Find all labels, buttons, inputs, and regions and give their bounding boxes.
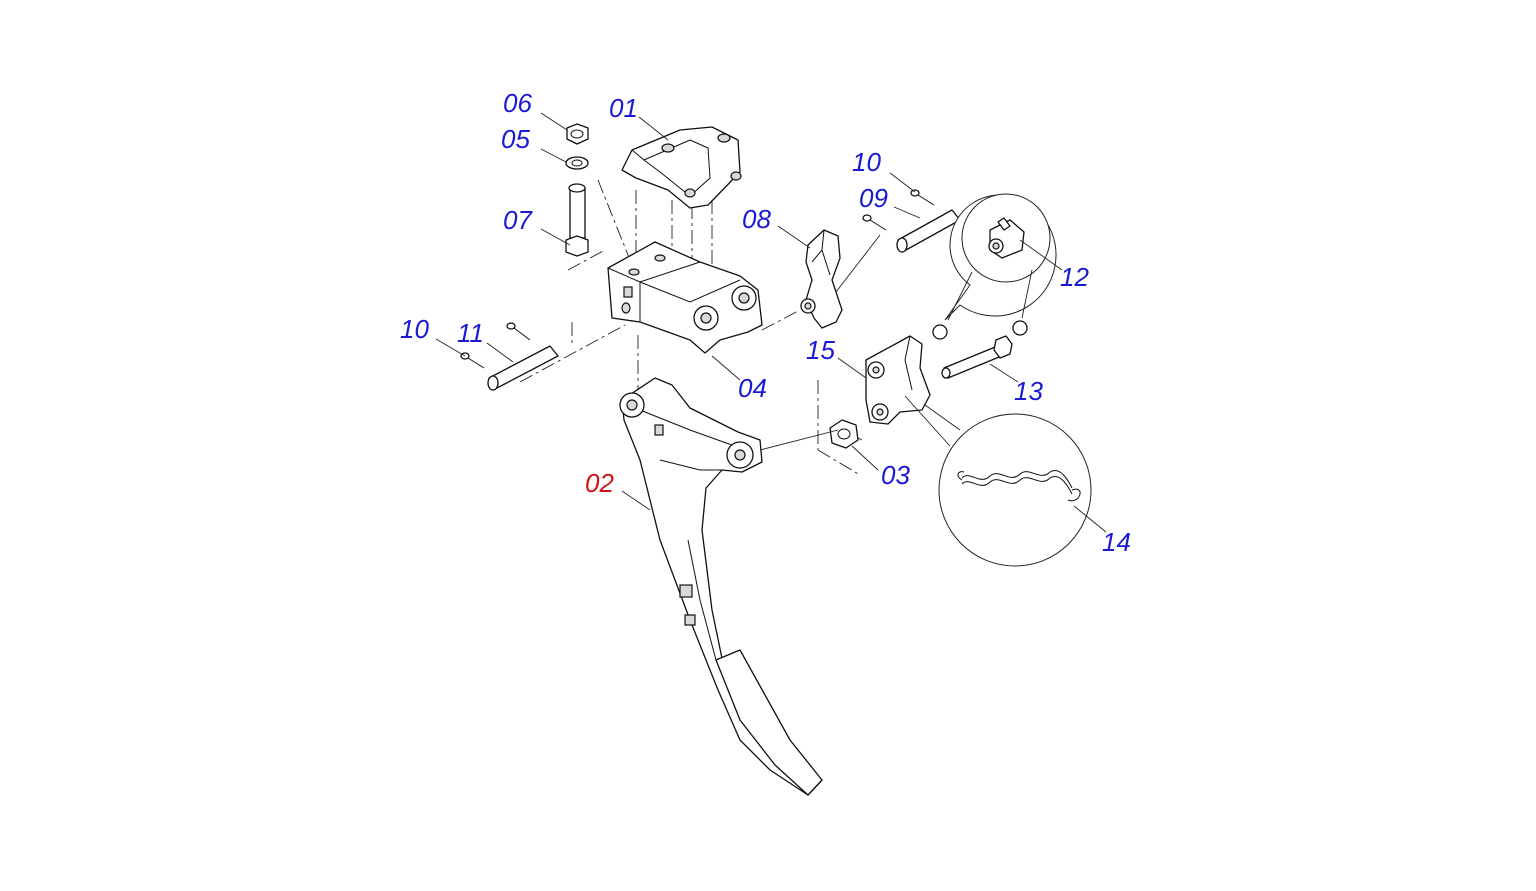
part-06-nut (566, 123, 589, 145)
callout-10-upper[interactable]: 10 (852, 147, 881, 177)
part-08-latch (800, 229, 843, 329)
detail-circle-12 (944, 193, 1057, 321)
grease-nipples (932, 320, 1028, 340)
callout-05[interactable]: 05 (501, 124, 530, 154)
part-11-pin (487, 345, 559, 391)
part-07-bolt (565, 183, 589, 257)
part-13-bolt (941, 335, 1013, 379)
part-01-top-plate (621, 126, 742, 209)
callout-02[interactable]: 02 (585, 468, 614, 498)
callout-04[interactable]: 04 (738, 373, 767, 403)
detail-circle-14 (904, 395, 1092, 567)
callout-09[interactable]: 09 (859, 183, 888, 213)
callout-11[interactable]: 11 (457, 318, 484, 348)
callout-06[interactable]: 06 (503, 88, 532, 118)
callout-leaders (435, 112, 1107, 533)
part-04-bracket (607, 241, 763, 354)
callout-15[interactable]: 15 (806, 335, 835, 365)
part-03-nut (829, 419, 859, 449)
callout-03[interactable]: 03 (881, 460, 910, 490)
callout-13[interactable]: 13 (1014, 376, 1043, 406)
callout-12[interactable]: 12 (1060, 262, 1089, 292)
callout-01[interactable]: 01 (609, 93, 638, 123)
callout-07[interactable]: 07 (503, 205, 532, 235)
part-02-shank (619, 377, 823, 796)
callout-10-left[interactable]: 10 (400, 314, 429, 344)
callout-08[interactable]: 08 (742, 204, 771, 234)
part-15-lever (865, 335, 931, 425)
part-05-washer (565, 156, 589, 170)
part-10-cotter-pin-upper (862, 189, 935, 231)
callout-14[interactable]: 14 (1102, 527, 1131, 557)
